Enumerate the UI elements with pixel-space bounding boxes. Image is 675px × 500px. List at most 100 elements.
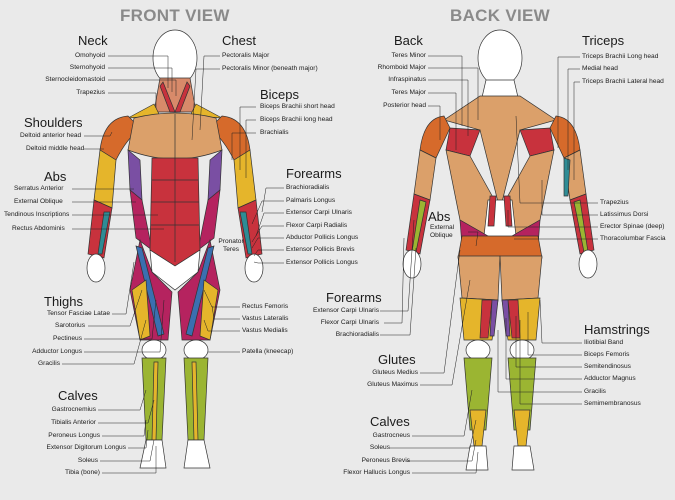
front-foot-right [183, 439, 211, 469]
back-gluteus-maximus-right [499, 255, 543, 301]
leader-back-forearms [380, 219, 417, 336]
front-hand-left [86, 253, 106, 283]
back-right-item: Trapezius [600, 199, 629, 206]
back-calves-title: Calves [370, 414, 410, 429]
front-forearms-item: Flexor Carpi Radialis [286, 222, 348, 229]
leader-front-neck [108, 55, 177, 108]
back-glutes-title: Glutes [378, 352, 416, 367]
back-hamstrings-title: Hamstrings [584, 322, 650, 337]
front-pronator-teres: Pronator Teres [218, 238, 244, 253]
front-forearms-item: Extensor Carpi Ulnaris [286, 209, 352, 216]
front-chest-item: Pectoralis Major [222, 52, 270, 59]
back-triceps-item: Triceps Brachii Lateral head [582, 78, 664, 85]
front-legs-item: Vastus Medialis [242, 327, 288, 334]
front-thighs-title: Thighs [44, 294, 84, 309]
front-neck [153, 77, 197, 113]
front-sartorius-left [135, 245, 165, 337]
back-soleus-left [469, 409, 487, 447]
back-calves-item: Soleus [369, 444, 390, 451]
back-forearms-item: Flexor Carpi Ulnaris [320, 319, 379, 326]
leader-front-chest [191, 55, 220, 141]
back-glutes-item: Gluteus Maximus [367, 381, 418, 388]
back-semitendinosus-right [507, 299, 521, 339]
front-calves-title: Calves [58, 388, 98, 403]
back-view-title: BACK VIEW [450, 6, 550, 25]
back-back-item: Teres Major [391, 89, 426, 96]
front-thighs-item: Pectineus [53, 335, 82, 342]
front-view-title: FRONT VIEW [120, 6, 230, 25]
back-right-item: Thoracolumbar Fascia [600, 235, 666, 242]
back-triceps-item: Medial head [582, 65, 618, 72]
front-calves-item: Gastrocnemius [51, 406, 96, 413]
front-forearms-title: Forearms [286, 166, 342, 181]
back-back-item: Teres Minor [391, 52, 426, 59]
leader-front-shoulders [84, 131, 113, 150]
leader-back-triceps [557, 56, 580, 180]
front-abs-item: Tendinous Inscriptions [4, 211, 70, 218]
leader-back-calves [390, 389, 479, 474]
front-forearm-left-teal [97, 211, 111, 255]
back-gluteus-medius [457, 235, 543, 259]
front-abs-item: Serratus Anterior [14, 185, 64, 192]
back-erector-left [487, 195, 497, 227]
back-hand-left [402, 249, 422, 279]
front-thighs-item: Tensor Fasciae Latae [46, 310, 110, 317]
front-chest-item: Pectoralis Minor (beneath major) [222, 65, 318, 72]
front-oblique-right [197, 189, 221, 251]
back-calves-item: Gastrocneus [372, 432, 410, 439]
leader-front-thighs [62, 261, 165, 365]
front-legs-item: Vastus Lateralis [242, 315, 289, 322]
leader-back-glutes [420, 249, 471, 386]
leader-back-back [428, 55, 479, 150]
leader-back-right [507, 115, 598, 240]
front-forearms-item: Abductor Pollicis Longus [286, 234, 359, 241]
front-thighs-item: Sarotorius [54, 322, 85, 329]
back-trapezius [443, 95, 557, 211]
front-neck-title: Neck [78, 33, 108, 48]
leader-back-hamstrings [497, 299, 582, 405]
front-calves-item: Peroneus Longus [48, 432, 100, 439]
front-neck-item: Omohyoid [74, 52, 105, 59]
front-sternocleidomastoid [159, 81, 191, 113]
back-back-title: Back [394, 33, 423, 48]
leader-front-legs [203, 289, 240, 353]
front-legs-item: Rectus Femoris [242, 303, 289, 310]
front-shoulders-item: Deltoid middle head [26, 145, 85, 152]
leader-front-calves [98, 389, 157, 474]
back-semitendinosus-left [479, 299, 493, 339]
back-knee-left [465, 339, 491, 361]
front-hand-right [244, 253, 264, 283]
front-calves-item: Tibialis Anterior [51, 419, 96, 426]
front-calves-item: Soleus [77, 457, 98, 464]
back-right-item: Latissimus Dorsi [600, 211, 649, 218]
back-back-item: Posterior head [383, 102, 426, 109]
front-neck-item: Sternocleidomastoid [45, 76, 105, 83]
leader-front-forearms [251, 187, 284, 264]
back-hand-right [578, 249, 598, 279]
back-foot-left [465, 445, 489, 471]
back-abs-sub: External Oblique [430, 224, 455, 239]
front-knee-left [141, 339, 167, 361]
leader-lines [62, 55, 598, 474]
front-shoulders-item: Deltoid anterior head [20, 132, 82, 139]
back-soleus-right [513, 409, 531, 447]
front-forearms-item: Extensor Pollicis Longus [286, 259, 358, 266]
front-legs-item: Patella (kneecap) [242, 348, 294, 355]
back-adductor-left [489, 299, 499, 337]
back-calves-item: Flexor Hallucis Longus [343, 469, 410, 476]
back-abs-title: Abs [428, 209, 451, 224]
back-hamstrings-item: Gracilis [584, 388, 606, 395]
front-calves-item: Extensor Digitorum Longus [46, 444, 126, 451]
back-back-item: Infraspinatus [388, 76, 426, 83]
front-biceps-title: Biceps [260, 87, 300, 102]
back-hamstrings-item: Iliotibial Band [584, 339, 624, 346]
front-chest-title: Chest [222, 33, 256, 48]
front-biceps-right [233, 149, 257, 209]
back-triceps-title: Triceps [582, 33, 625, 48]
back-knee-right [509, 339, 535, 361]
front-forearms-item: Extensor Pollicis Brevis [286, 246, 355, 253]
back-triceps-item: Triceps Brachii Long head [582, 53, 659, 60]
back-deltoid-left [419, 115, 451, 159]
front-biceps-item: Brachialis [260, 129, 289, 136]
back-hamstrings-item: Biceps Femoris [584, 351, 630, 358]
